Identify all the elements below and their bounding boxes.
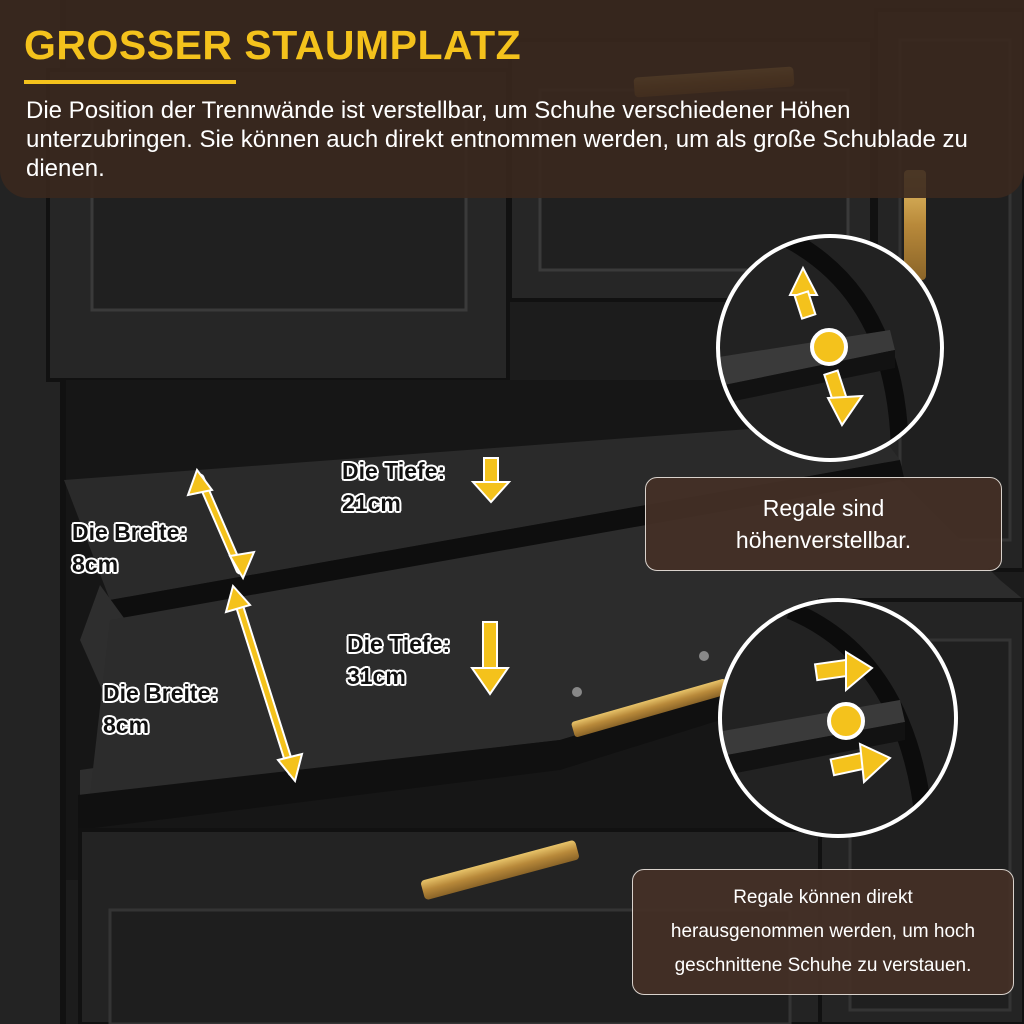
title-underline (24, 80, 236, 84)
depth-arrow-lower (470, 621, 510, 696)
arrow-up-icon (788, 265, 819, 320)
callout-line: Regale können direkt (733, 887, 913, 908)
dim-value: 8cm (72, 551, 119, 577)
zoom-detail-removable (718, 598, 958, 838)
arrow-right-icon (829, 742, 892, 785)
page-title: GROSSER STAUMPLATZ (24, 22, 522, 68)
callout-line: höhenverstellbar. (735, 527, 912, 553)
width-arrow-lower (224, 583, 304, 784)
dim-label: Die Tiefe: (342, 458, 446, 484)
pivot-dot (827, 702, 865, 740)
upper-depth-label: Die Tiefe: 21cm (342, 455, 445, 519)
callout-line: herausgenommen werden, um hoch (670, 921, 976, 942)
callout-adjustable: Regale sind höhenverstellbar. (645, 477, 1002, 571)
description-text: Die Position der Trennwände ist verstell… (26, 97, 968, 182)
lower-depth-label: Die Tiefe: 31cm (347, 628, 450, 692)
arrow-down-icon (823, 369, 864, 427)
upper-width-label: Die Breite: 8cm (72, 516, 187, 580)
depth-arrow-upper (470, 457, 512, 504)
gold-handle (421, 840, 579, 900)
dim-label: Die Breite: (72, 519, 188, 545)
dim-value: 31cm (347, 663, 406, 689)
callout-removable: Regale können direkt herausgenommen werd… (632, 869, 1014, 995)
dim-label: Die Tiefe: (347, 631, 451, 657)
zoom-detail-adjustable (716, 234, 944, 462)
arrow-right-icon (813, 650, 874, 693)
dim-value: 21cm (342, 490, 401, 516)
callout-line: geschnittene Schuhe zu verstauen. (674, 955, 972, 976)
pivot-dot (810, 328, 848, 366)
header-banner: GROSSER STAUMPLATZ Die Position der Tren… (0, 0, 1024, 198)
dim-value: 8cm (103, 712, 150, 738)
lower-width-label: Die Breite: 8cm (103, 677, 218, 741)
dim-label: Die Breite: (103, 680, 219, 706)
callout-line: Regale sind (762, 495, 885, 521)
width-arrow-upper (186, 467, 256, 581)
gold-handle (571, 678, 729, 738)
